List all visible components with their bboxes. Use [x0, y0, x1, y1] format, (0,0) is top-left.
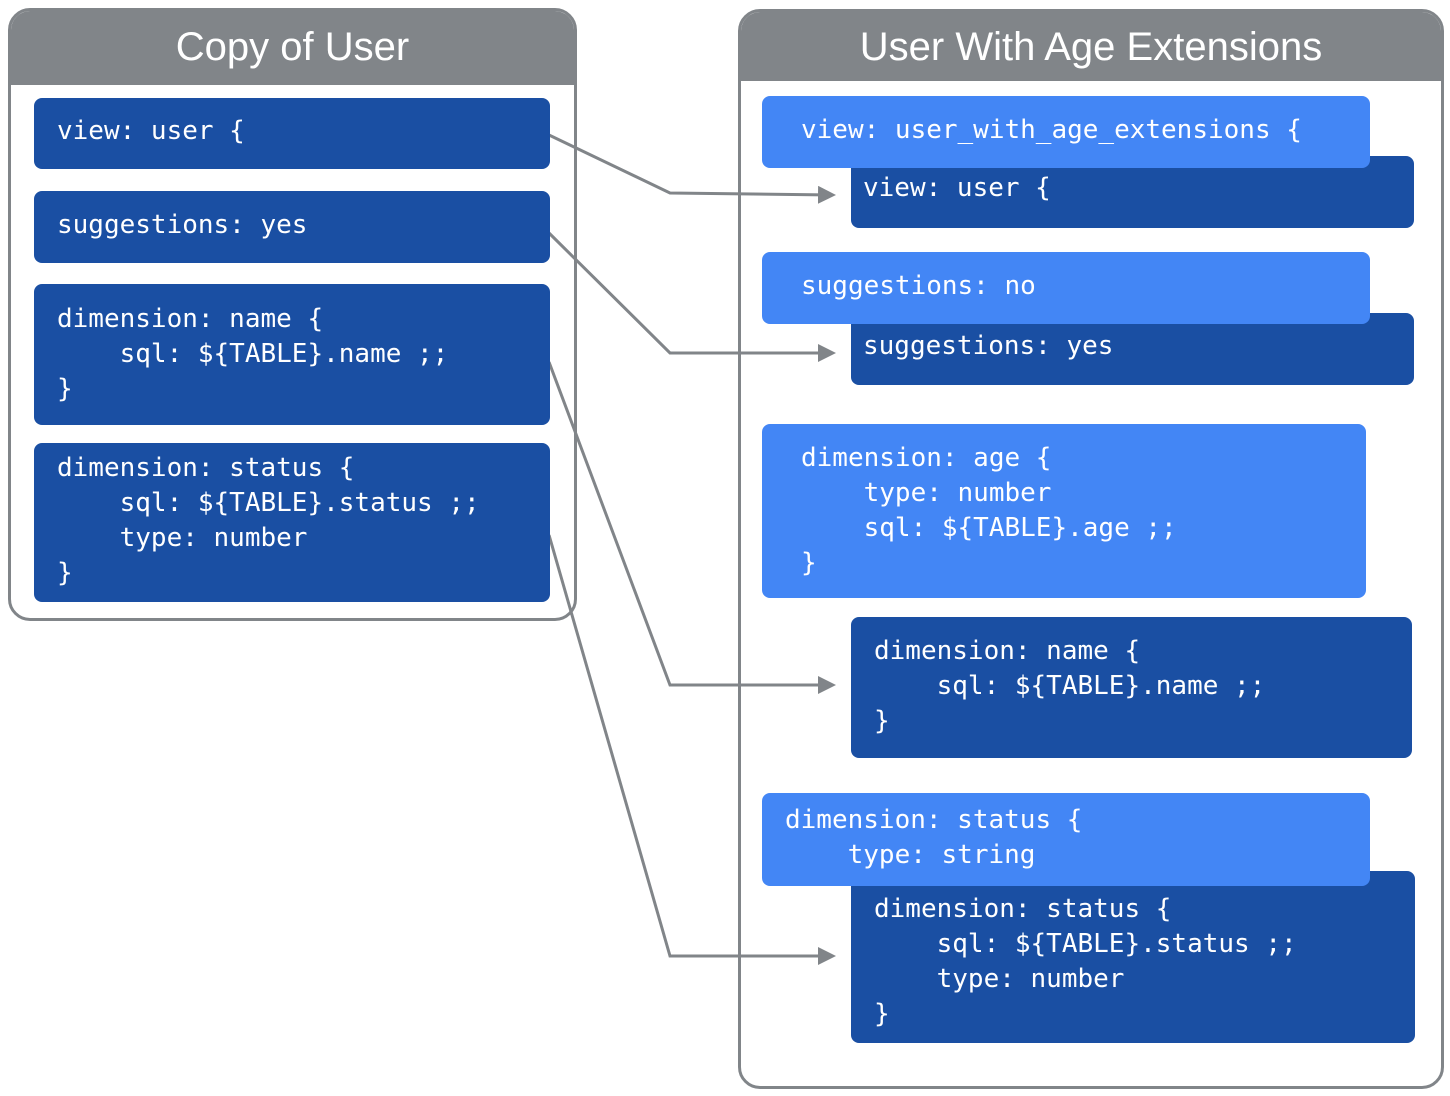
- left-dimension-name-block: dimension: name { sql: ${TABLE}.name ;;}: [34, 284, 550, 425]
- extension-view-block: view: user_with_age_extensions {: [762, 96, 1370, 168]
- code-line: sql: ${TABLE}.age ;;: [801, 513, 1177, 543]
- left-view-block: view: user {: [34, 98, 550, 169]
- left-suggestions-block: suggestions: yes: [34, 191, 550, 263]
- code-line: dimension: status {: [785, 805, 1083, 835]
- code-line: dimension: status {: [57, 453, 355, 483]
- extension-suggestions-block: suggestions: no: [762, 252, 1370, 324]
- code-line: suggestions: no: [801, 271, 1036, 301]
- code-line: view: user {: [57, 116, 245, 146]
- code-line: type: number: [57, 523, 308, 553]
- code-line: type: string: [785, 840, 1036, 870]
- right-dimension-name-block: dimension: name { sql: ${TABLE}.name ;;}: [851, 617, 1412, 758]
- extension-dimension-status-block: dimension: status { type: string: [762, 793, 1370, 886]
- code-line: dimension: age {: [801, 443, 1052, 473]
- panel-title: Copy of User: [11, 11, 574, 85]
- code-line: }: [57, 558, 73, 588]
- code-line: type: number: [801, 478, 1052, 508]
- code-line: dimension: status {: [874, 894, 1172, 924]
- panel-title: User With Age Extensions: [741, 12, 1441, 81]
- code-line: sql: ${TABLE}.status ;;: [57, 488, 480, 518]
- code-line: dimension: name {: [874, 636, 1141, 666]
- code-line: view: user_with_age_extensions {: [801, 115, 1302, 145]
- code-line: suggestions: yes: [57, 210, 308, 240]
- code-line: sql: ${TABLE}.name ;;: [57, 339, 449, 369]
- code-line: }: [801, 548, 817, 578]
- code-line: dimension: name {: [57, 304, 324, 334]
- right-dimension-status-block: dimension: status { sql: ${TABLE}.status…: [851, 871, 1415, 1043]
- right-suggestions-yes-block: suggestions: yes: [851, 313, 1414, 385]
- code-line: sql: ${TABLE}.status ;;: [874, 929, 1297, 959]
- left-dimension-status-block: dimension: status { sql: ${TABLE}.status…: [34, 443, 550, 602]
- code-line: }: [57, 374, 73, 404]
- code-line: suggestions: yes: [863, 331, 1114, 361]
- code-line: type: number: [874, 964, 1125, 994]
- code-line: }: [874, 706, 890, 736]
- code-line: sql: ${TABLE}.name ;;: [874, 671, 1266, 701]
- extension-dimension-age-block: dimension: age { type: number sql: ${TAB…: [762, 424, 1366, 598]
- code-line: view: user {: [863, 173, 1051, 203]
- code-line: }: [874, 999, 890, 1029]
- right-view-user-block: view: user {: [851, 156, 1414, 228]
